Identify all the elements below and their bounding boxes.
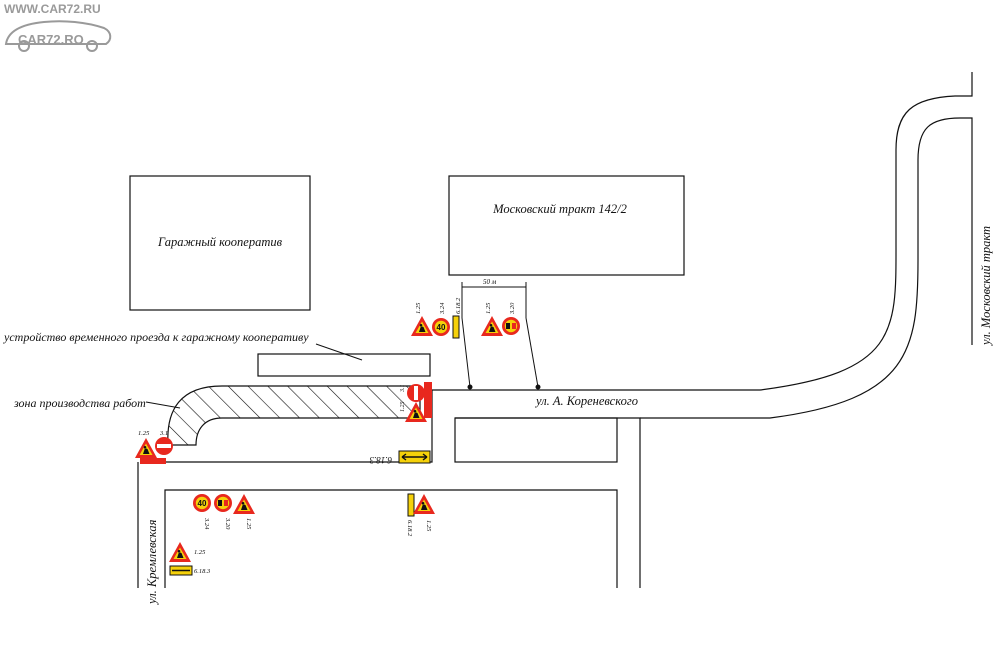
street-moskovsky-trakt: ул. Московский тракт bbox=[979, 226, 993, 347]
road-works-sign-icon bbox=[411, 316, 433, 336]
sign-code-label: 1.25 bbox=[425, 520, 432, 532]
callout-temporary-passage-leader bbox=[315, 343, 363, 361]
sign-code-label: 1.25 bbox=[245, 518, 252, 530]
callout-temporary-passage: устройство временного проезда к гаражном… bbox=[3, 330, 309, 344]
sign-code-label: 6.18.3 bbox=[194, 568, 211, 575]
temporary-passage-rect bbox=[257, 353, 431, 377]
speed-limit-value: 40 bbox=[437, 323, 446, 332]
sign-code-label: 1.25 bbox=[138, 430, 150, 437]
block-south bbox=[164, 489, 618, 588]
building-moscow-tract-label: Московский тракт 142/2 bbox=[492, 202, 627, 216]
sign-code-label: 3.1 bbox=[400, 385, 406, 394]
building-garage-label: Гаражный кооператив bbox=[157, 235, 283, 249]
watermark: WWW.CAR72.RU CAR72.RO bbox=[4, 2, 112, 52]
sign-group-north-2: 1.25 3.20 bbox=[481, 302, 520, 336]
wheel-icon bbox=[18, 40, 30, 52]
street-korenevskogo: ул. А. Кореневского bbox=[534, 394, 638, 408]
barrier-icon bbox=[424, 382, 432, 418]
road-works-sign-icon bbox=[413, 494, 435, 514]
sign-code-label: 3.1 bbox=[159, 430, 168, 437]
sign-code-label: 3.20 bbox=[509, 302, 516, 315]
sign-code-label: 6.18.2 bbox=[455, 297, 462, 314]
sign-group-work-zone-west: 1.25 3.1 bbox=[135, 430, 173, 464]
sign-group-south-1: 40 3.24 3.20 1.25 bbox=[193, 494, 255, 530]
sign-code-label: 3.24 bbox=[203, 517, 210, 530]
road-works-sign-icon bbox=[481, 316, 503, 336]
wheel-icon bbox=[86, 40, 98, 52]
barrier-icon bbox=[140, 458, 166, 464]
road-works-sign-icon bbox=[169, 542, 191, 562]
sign-code-label: 1.25 bbox=[400, 402, 406, 413]
direction-plate-icon bbox=[407, 493, 415, 517]
sign-group-north-1: 40 1.25 3.24 6.18.2 bbox=[411, 297, 462, 339]
sign-group-work-zone-east: 3.1 1.25 bbox=[400, 382, 432, 422]
road-south-east-edge bbox=[455, 417, 641, 588]
callout-work-zone-leader bbox=[145, 401, 181, 409]
sign-code-label: 1.25 bbox=[415, 302, 422, 314]
sign-code-label: 3.24 bbox=[439, 302, 446, 315]
watermark-logo: CAR72.RO bbox=[18, 32, 84, 47]
dimension-label: 50 м bbox=[483, 278, 497, 286]
street-kremlevskaya: ул. Кремлевская bbox=[145, 519, 159, 606]
sign-code-label: 6.18.2 bbox=[406, 520, 413, 537]
watermark-url: WWW.CAR72.RU bbox=[4, 2, 101, 16]
dimension-50m bbox=[461, 282, 541, 390]
car-logo-icon bbox=[4, 20, 112, 45]
road-works-sign-icon bbox=[135, 438, 157, 458]
road-south-edge bbox=[640, 117, 973, 419]
building-garage: Гаражный кооператив bbox=[129, 175, 311, 311]
direction-plate-icon bbox=[452, 315, 460, 339]
work-zone-hatch bbox=[167, 385, 421, 446]
sign-code-label: 1.25 bbox=[194, 549, 206, 556]
callout-work-zone: зона производства работ bbox=[13, 396, 146, 410]
sign-code-label: 1.25 bbox=[485, 302, 492, 314]
road-works-sign-icon bbox=[233, 494, 255, 514]
sign-code-label: 3.20 bbox=[224, 517, 231, 530]
road-north-edge bbox=[432, 72, 973, 391]
sign-code-label: 6.18.3 bbox=[369, 455, 392, 465]
road-outline bbox=[137, 72, 973, 588]
speed-limit-value: 40 bbox=[198, 499, 207, 508]
sign-group-south-3: 1.25 6.18.3 bbox=[169, 542, 211, 576]
detour-plate-group: 6.18.3 bbox=[369, 450, 431, 465]
island-block bbox=[454, 417, 618, 463]
sign-group-south-2: 6.18.2 1.25 bbox=[406, 493, 435, 537]
building-moscow-tract: Московский тракт 142/2 bbox=[448, 175, 685, 276]
